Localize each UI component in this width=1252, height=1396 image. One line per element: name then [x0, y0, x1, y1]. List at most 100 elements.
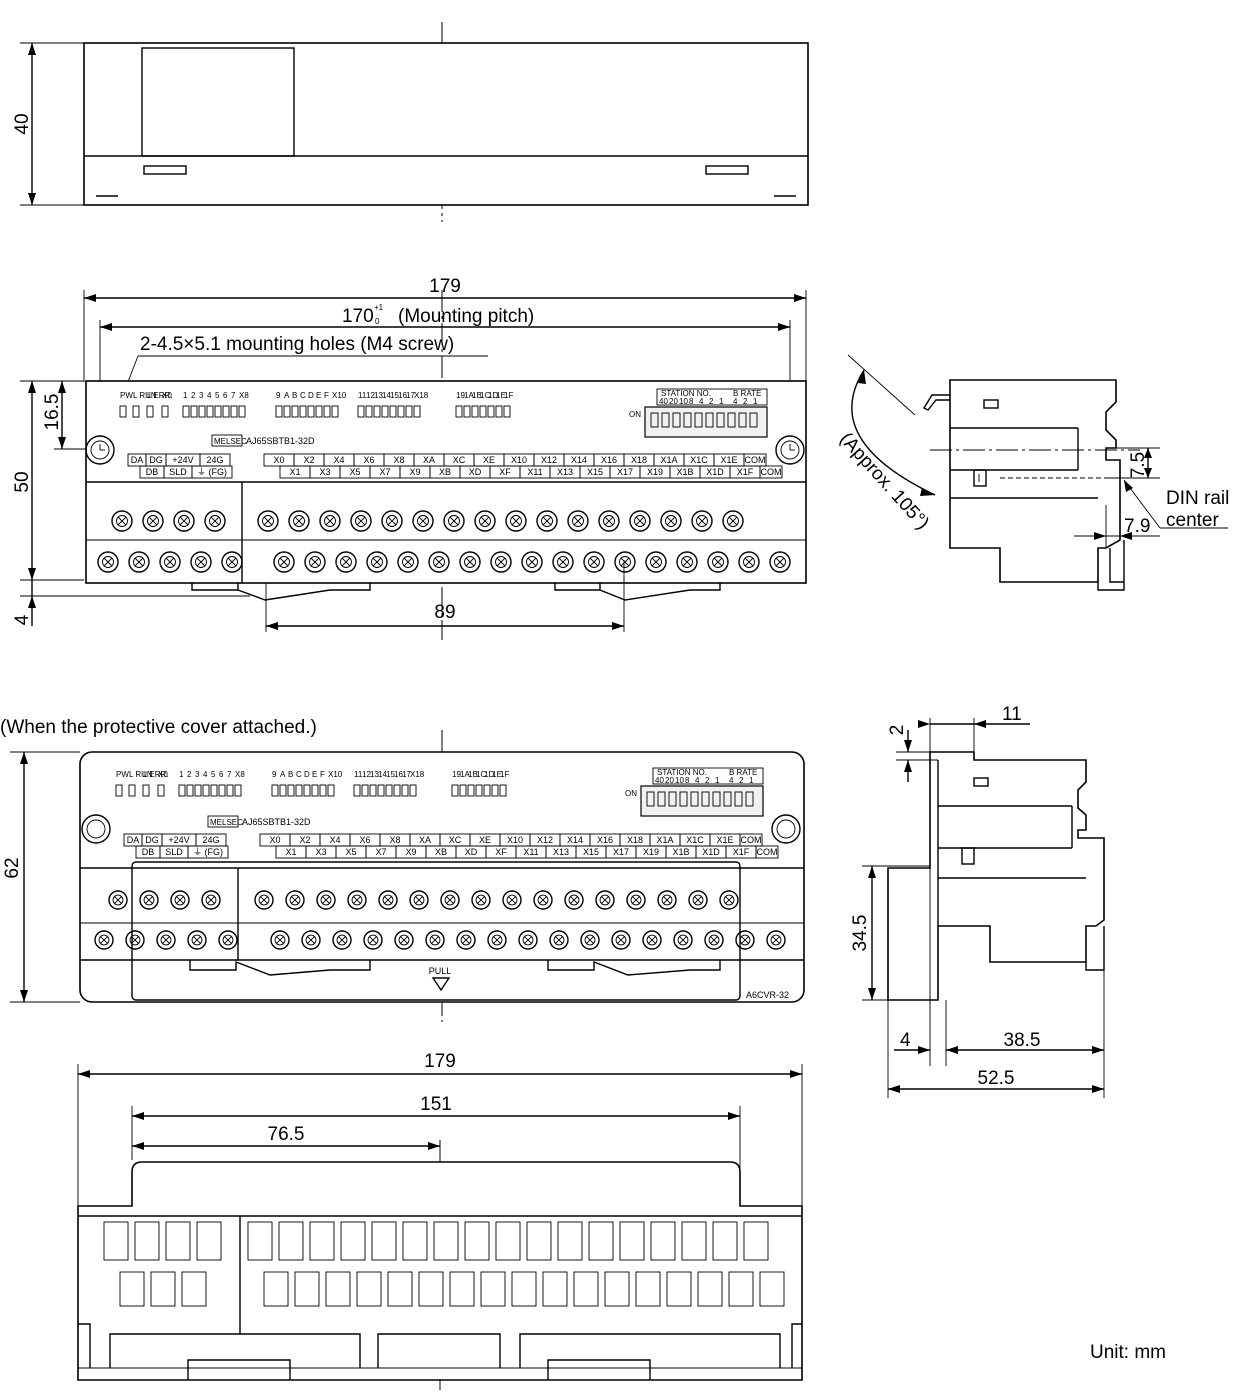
led-label: L RUN	[129, 770, 153, 779]
screw-terminal	[397, 551, 419, 573]
station-value: 4	[695, 776, 700, 785]
led-label: X8	[235, 770, 245, 779]
screw-terminal	[428, 551, 450, 573]
led-label: 1D	[488, 391, 498, 400]
screw-terminal	[490, 551, 512, 573]
screw-terminal	[97, 551, 119, 573]
bottom-cell	[666, 1271, 692, 1307]
led-indicator	[451, 784, 459, 797]
brate-value: 1	[753, 397, 758, 406]
led-label: 1C	[476, 770, 486, 779]
led-indicator	[491, 784, 499, 797]
led-indicator	[194, 784, 202, 797]
led-indicator	[142, 784, 150, 797]
led-indicator	[307, 405, 315, 418]
bottom-cell	[743, 1221, 769, 1261]
screw-terminal	[409, 890, 429, 910]
led-label: A	[280, 770, 286, 779]
led-indicator	[202, 784, 210, 797]
terminal-label: X17	[613, 847, 629, 857]
dim-din-offset-h: 7.9	[1124, 516, 1150, 537]
dim-side-height: 34.5	[850, 915, 871, 952]
terminal-label: X3	[319, 467, 330, 477]
led-label: C	[300, 391, 306, 400]
screw-terminal	[722, 510, 744, 532]
screw-terminal	[471, 890, 491, 910]
led-indicator	[287, 784, 295, 797]
terminal-label: +24V	[172, 455, 193, 465]
led-indicator	[283, 405, 291, 418]
dip-lever	[749, 412, 758, 428]
terminal-label: DA	[131, 455, 144, 465]
screw-terminal	[474, 510, 496, 532]
led-label: 1F	[504, 391, 513, 400]
bottom-view: 179 151 76.5 Unit: mm	[77, 1051, 1166, 1390]
led-indicator	[455, 405, 463, 418]
bottom-cell	[712, 1221, 738, 1261]
screw-terminal	[221, 551, 243, 573]
dim-side-top-width: 11	[1002, 704, 1022, 725]
led-indicator	[409, 784, 417, 797]
terminal-label: DG	[149, 455, 163, 465]
terminal-label: X6	[359, 835, 370, 845]
screw-terminal	[254, 890, 274, 910]
led-label: X0	[158, 770, 168, 779]
bottom-cell	[697, 1271, 723, 1307]
terminal-label: X5	[349, 467, 360, 477]
led-label: 13	[374, 391, 383, 400]
brate-value: 2	[743, 397, 748, 406]
led-label: 2	[187, 770, 192, 779]
led-label: L ERR.	[143, 770, 169, 779]
led-indicator	[119, 405, 127, 418]
led-indicator	[291, 405, 299, 418]
terminal-label: X15	[587, 467, 603, 477]
brate-label: B RATE	[729, 768, 757, 777]
led-label: 15	[386, 770, 395, 779]
bottom-cell	[340, 1221, 366, 1261]
station-value: 1	[715, 776, 720, 785]
terminal-label: X7	[375, 847, 386, 857]
brand-label: MELSEC	[210, 818, 243, 827]
bottom-cell	[387, 1271, 413, 1307]
led-indicator	[503, 405, 511, 418]
cover-model: A6CVR-32	[746, 990, 789, 1000]
screw-terminal	[288, 510, 310, 532]
terminal-label: X7	[379, 467, 390, 477]
led-indicator	[357, 405, 365, 418]
led-indicator	[226, 784, 234, 797]
terminal-label: X8	[389, 835, 400, 845]
led-label: 2	[191, 391, 196, 400]
terminal-label: XD	[469, 467, 482, 477]
terminal-label: X8	[393, 455, 404, 465]
terminal-label: X1E	[720, 455, 737, 465]
terminal-label: X2	[299, 835, 310, 845]
led-indicator	[393, 784, 401, 797]
led-label: 11	[354, 770, 363, 779]
led-indicator	[115, 784, 123, 797]
terminal-label: X9	[409, 467, 420, 477]
led-indicator	[178, 784, 186, 797]
screw-terminal	[676, 551, 698, 573]
terminal-label: XE	[479, 835, 491, 845]
led-label: 6	[223, 391, 228, 400]
screw-terminal	[660, 510, 682, 532]
led-label: PW	[116, 770, 129, 779]
terminal-label: X2	[303, 455, 314, 465]
terminal-label: 24G	[206, 455, 223, 465]
screw-terminal	[614, 551, 636, 573]
screw-terminal	[564, 890, 584, 910]
screw-terminal	[502, 890, 522, 910]
dim-front-height: 50	[12, 471, 33, 492]
led-label: L ERR.	[147, 391, 173, 400]
dip-lever	[694, 412, 703, 428]
screw-terminal	[319, 510, 341, 532]
screw-terminal	[642, 930, 662, 950]
led-indicator	[206, 405, 214, 418]
screw-terminal	[366, 551, 388, 573]
screw-terminal	[173, 510, 195, 532]
screw-terminal	[128, 551, 150, 573]
brand-label: MELSEC	[214, 437, 247, 446]
screw-terminal	[394, 930, 414, 950]
screw-terminal	[108, 890, 128, 910]
